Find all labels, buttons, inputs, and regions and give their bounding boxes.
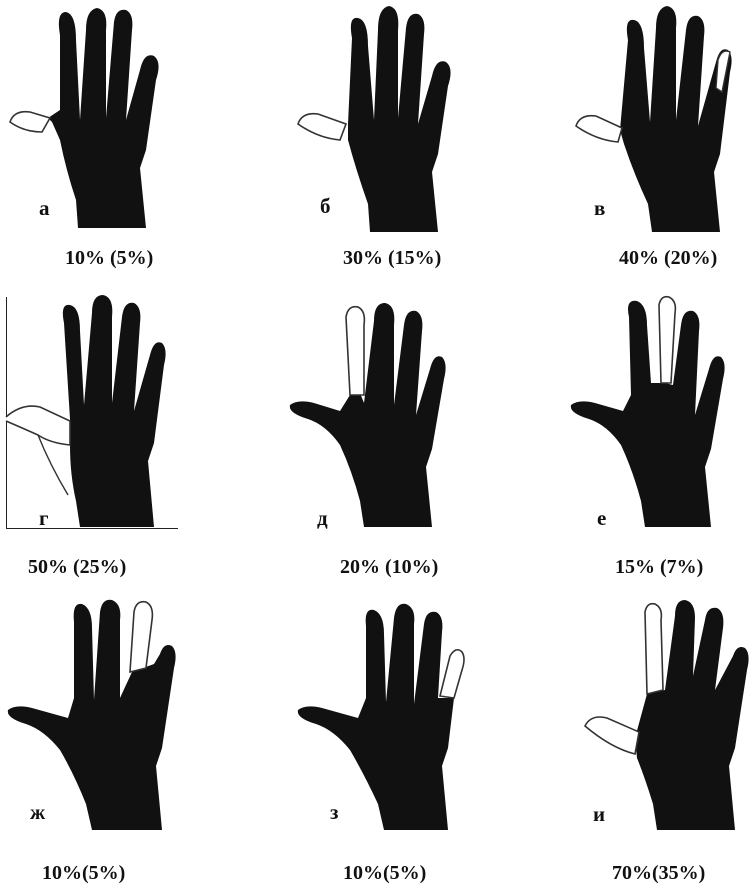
hand-diagram-z [290,598,480,838]
panel-letter-b: б [320,194,331,219]
hand-a-unshaded-thumb [10,112,50,132]
panel-caption-d: 20% (10%) [340,556,438,579]
hand-diagram-e [565,295,755,535]
hand-diagram-zh [0,598,190,838]
panel-letter-v: в [594,196,605,221]
hand-v-unshaded-thumb [576,116,622,142]
panel-letter-d: д [317,506,328,531]
panel-letter-z: з [330,800,338,825]
hand-i-unshaded-index-finger [645,604,663,694]
hand-d-shaded-region [290,303,446,527]
panel-letter-e: е [597,506,606,531]
panel-letter-i: и [593,802,605,827]
hand-z-shaded-region [298,604,454,830]
panel-letter-zh: ж [30,800,45,825]
hand-diagram-d [280,295,470,535]
panel-caption-zh: 10%(5%) [42,862,125,885]
hand-b-unshaded-thumb [298,114,346,140]
panel-letter-g: г [39,506,49,531]
hand-diagram-b [290,0,470,235]
hand-z-unshaded-little-finger [440,650,464,698]
hand-e-unshaded-middle-finger [659,297,675,383]
panel-caption-b: 30% (15%) [343,247,441,270]
hand-i-unshaded-thumb [585,717,639,754]
hand-d-unshaded-index-finger [346,307,364,395]
panel-letter-a: а [39,196,50,221]
hand-g-unshaded-thumb [6,406,70,445]
panel-caption-i: 70%(35%) [612,862,705,885]
hand-zh-unshaded-ring-finger [130,602,152,672]
hand-diagram-g [0,295,180,535]
panel-caption-v: 40% (20%) [619,247,717,270]
hand-a-shaded-region [48,8,159,228]
panel-caption-e: 15% (7%) [615,556,703,579]
hand-e-shaded-region [571,301,725,527]
panel-caption-z: 10%(5%) [343,862,426,885]
hand-g-shaded-region [63,295,166,527]
panel-caption-a: 10% (5%) [65,247,153,270]
hand-diagram-a [0,0,180,235]
panel-caption-g: 50% (25%) [28,556,126,579]
hand-b-shaded-region [348,6,451,232]
hand-v-shaded-region [620,6,732,232]
